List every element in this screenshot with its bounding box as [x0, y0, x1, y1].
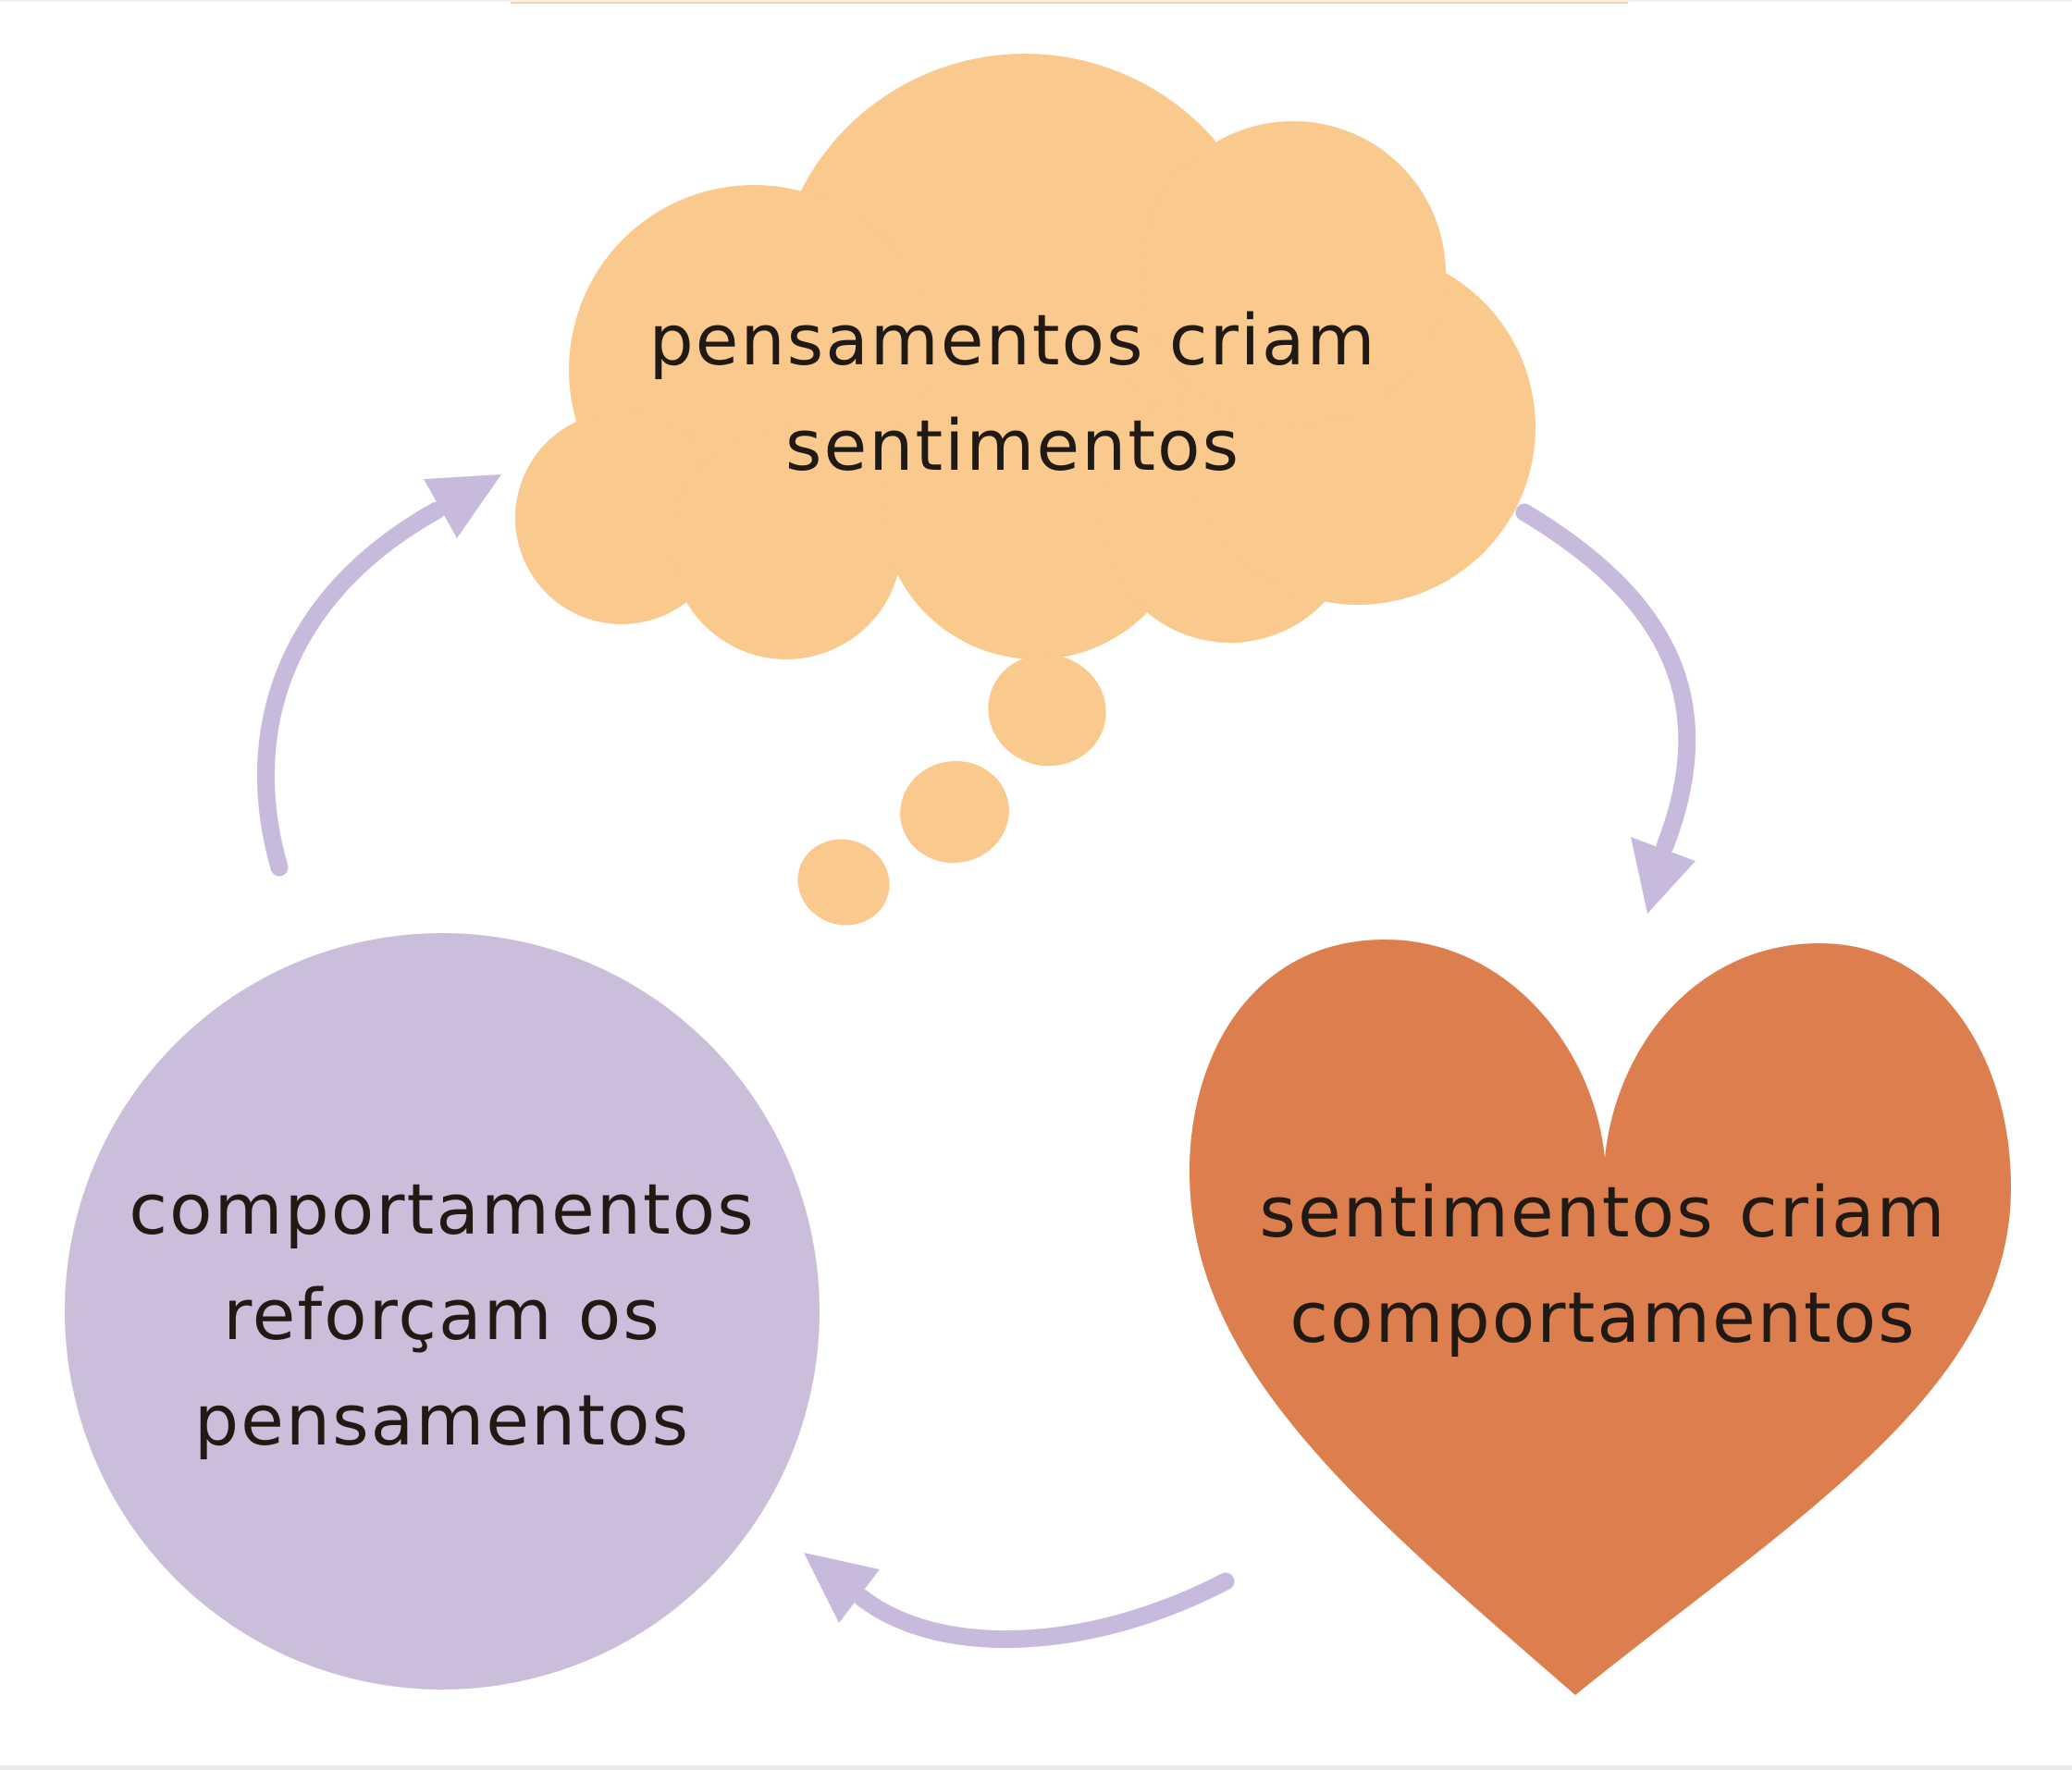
arrow-feelings-to-behaviors	[804, 1553, 1235, 1649]
scan-top-edge	[0, 0, 2072, 2]
arrow-thoughts-to-feelings	[1515, 503, 1696, 914]
thought-trail-dot	[900, 760, 1009, 864]
arrow-behaviors-to-thoughts	[257, 474, 501, 877]
arrow-shaft	[853, 1572, 1235, 1649]
heart-shape	[1189, 939, 2012, 1695]
behavior-circle-shape	[65, 933, 820, 1690]
arrow-head	[424, 474, 501, 538]
arrow-shaft	[1515, 503, 1696, 855]
arrow-head	[1631, 837, 1696, 914]
arrow-shaft	[257, 501, 446, 877]
thought-trail-dot	[988, 654, 1106, 767]
cloud-clipped-edge	[511, 0, 1628, 4]
scan-bottom-edge	[0, 1765, 2072, 1770]
arrow-head	[804, 1553, 880, 1623]
thought-bubble-shape	[511, 0, 1628, 926]
thought-trail-dot	[797, 839, 890, 926]
